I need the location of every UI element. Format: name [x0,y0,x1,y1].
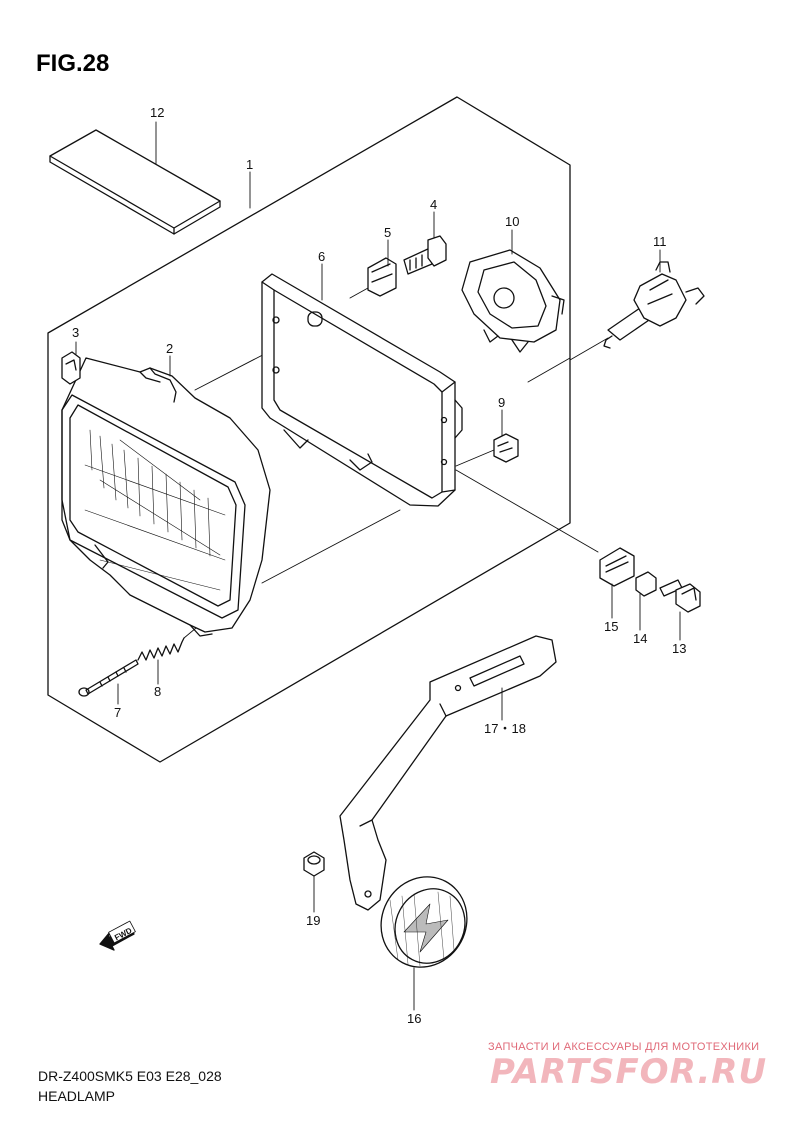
part-3-nut [61,351,81,385]
watermark-tagline: ЗАПЧАСТИ И АКСЕССУАРЫ ДЛЯ МОТОТЕХНИКИ [488,1041,760,1053]
callout-13: 13 [672,641,687,656]
part-10-socket-cover [461,249,565,353]
callout-10: 10 [505,214,520,229]
callout-2: 2 [166,341,174,356]
part-17-18-bracket [339,635,557,911]
part-14-collar [635,571,657,597]
figure-caption: HEADLAMP [38,1088,116,1104]
part-15-grommet [599,547,635,587]
assembly-outline [47,96,571,763]
part-4-screw [403,235,447,275]
leader-lines [75,121,681,1011]
callout-15: 15 [604,619,619,634]
callout-7: 7 [114,705,122,720]
callout-6: 6 [318,249,326,264]
callout-4: 4 [430,197,438,212]
part-12-pad [49,129,221,235]
watermark-logo: PARTSFOR.RU [490,1052,768,1092]
callout-19: 19 [306,913,321,928]
model-code: DR-Z400SMK5 E03 E28_028 [38,1068,222,1084]
callout-3: 3 [72,325,80,340]
figure-title: FIG.28 [36,50,110,77]
callout-14: 14 [633,631,648,646]
part-6-headlamp-rim [261,273,463,507]
part-8-spring [137,627,197,661]
callout-5: 5 [384,225,392,240]
part-2-headlamp-unit [61,357,271,637]
part-7-adjust-screw [78,659,139,697]
callout-17-18: 17・18 [484,721,526,736]
callout-11: 11 [653,234,667,249]
part-9-clip-nut [455,433,519,467]
callout-16: 16 [407,1011,422,1026]
part-11-bulb [569,261,705,361]
part-5-grommet [349,257,397,299]
callout-8: 8 [154,684,162,699]
fwd-arrow-icon [99,920,136,951]
callout-1: 1 [246,157,254,172]
part-19-nut [303,851,325,877]
callout-9: 9 [498,395,506,410]
part-16-reflector [380,876,468,968]
part-13-bolt [659,579,701,613]
callout-12: 12 [150,105,165,120]
